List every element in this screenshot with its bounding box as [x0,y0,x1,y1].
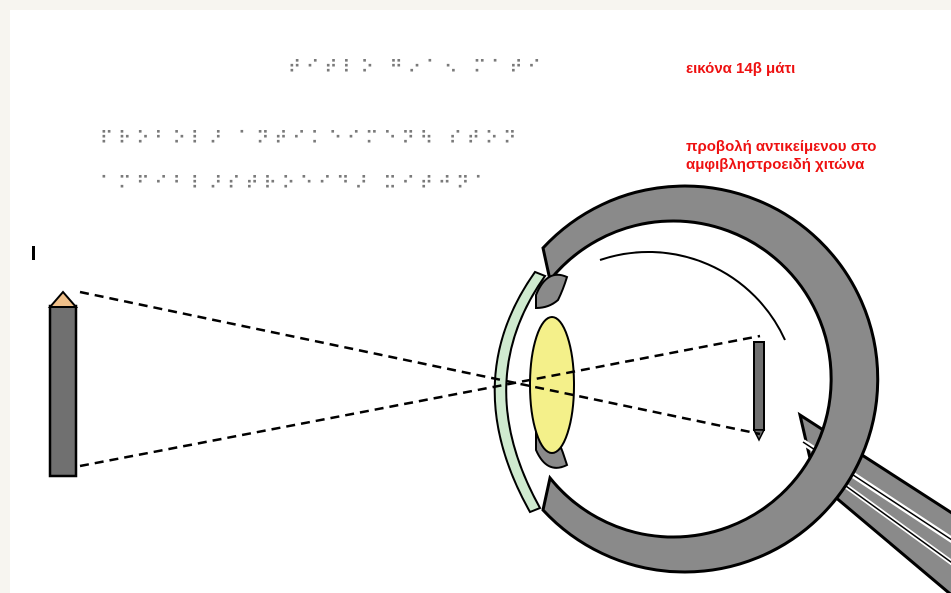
retina-image [754,342,764,440]
ray-bottom [80,336,760,466]
eye-lens [530,317,574,453]
object-pencil [50,292,76,476]
ray-top [80,292,760,434]
projection-rays [80,292,760,466]
eye-projection-diagram [10,10,951,593]
figure-canvas: ⠞⠊⠞⠇⠕ ⠛⠔⠁⠢ ⠍⠁⠞⠊ εικόνα 14β μάτι ⠏⠗⠕⠃⠕⠇⠜ … [10,10,951,593]
eyeball-wall [543,186,878,572]
